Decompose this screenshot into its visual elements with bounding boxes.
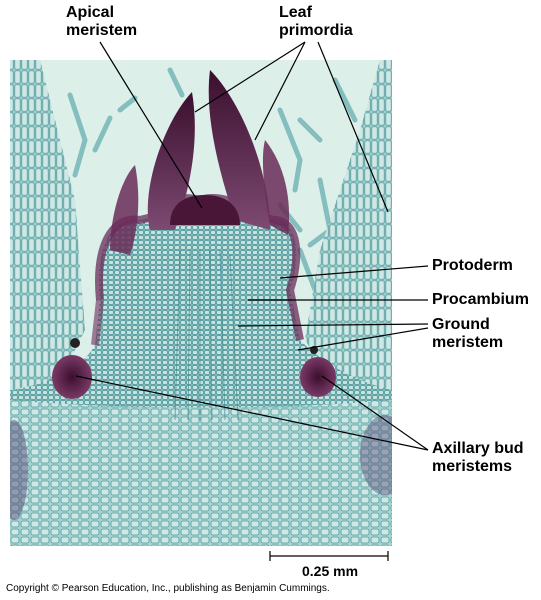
leader-axillary-bud-1 (75, 375, 429, 451)
leaf-primordium-left (147, 92, 195, 230)
label-axillary-bud-meristems: Axillary bud meristems (432, 440, 524, 475)
leader-lines (75, 41, 429, 451)
right-leaf-strip (305, 60, 392, 400)
leaf-primordium-outer-left (110, 165, 139, 255)
label-leaf-primordia: Leaf primordia (279, 4, 353, 39)
leaf-primordium-outer-right (262, 140, 290, 235)
lower-tissue (10, 400, 392, 546)
scale-bar-label: 0.25 mm (302, 563, 359, 579)
procambium-strands (174, 249, 239, 421)
leader-protoderm (279, 265, 429, 279)
copyright-notice: Copyright © Pearson Education, Inc., pub… (6, 583, 330, 594)
leader-apical-meristem (99, 41, 203, 209)
axillary-bud-right (300, 357, 336, 397)
leaf-primordium-right (208, 70, 270, 230)
leader-leaf-primordia-3 (317, 41, 389, 213)
leader-axillary-bud-2 (321, 375, 429, 451)
label-ground-meristem: Ground meristem (432, 316, 504, 351)
leader-ground-meristem-2 (297, 327, 429, 351)
axillary-bud-left (52, 355, 92, 399)
label-apical-meristem: Apical meristem (66, 4, 138, 39)
apical-meristem-dome (170, 195, 240, 225)
label-procambium: Procambium (432, 291, 529, 308)
leader-leaf-primordia-1 (194, 41, 306, 113)
leader-leaf-primordia-2 (254, 41, 306, 141)
scale-bar (269, 551, 389, 561)
leader-ground-meristem-1 (237, 323, 429, 327)
left-leaf-strip (10, 60, 85, 390)
label-protoderm: Protoderm (432, 257, 513, 274)
